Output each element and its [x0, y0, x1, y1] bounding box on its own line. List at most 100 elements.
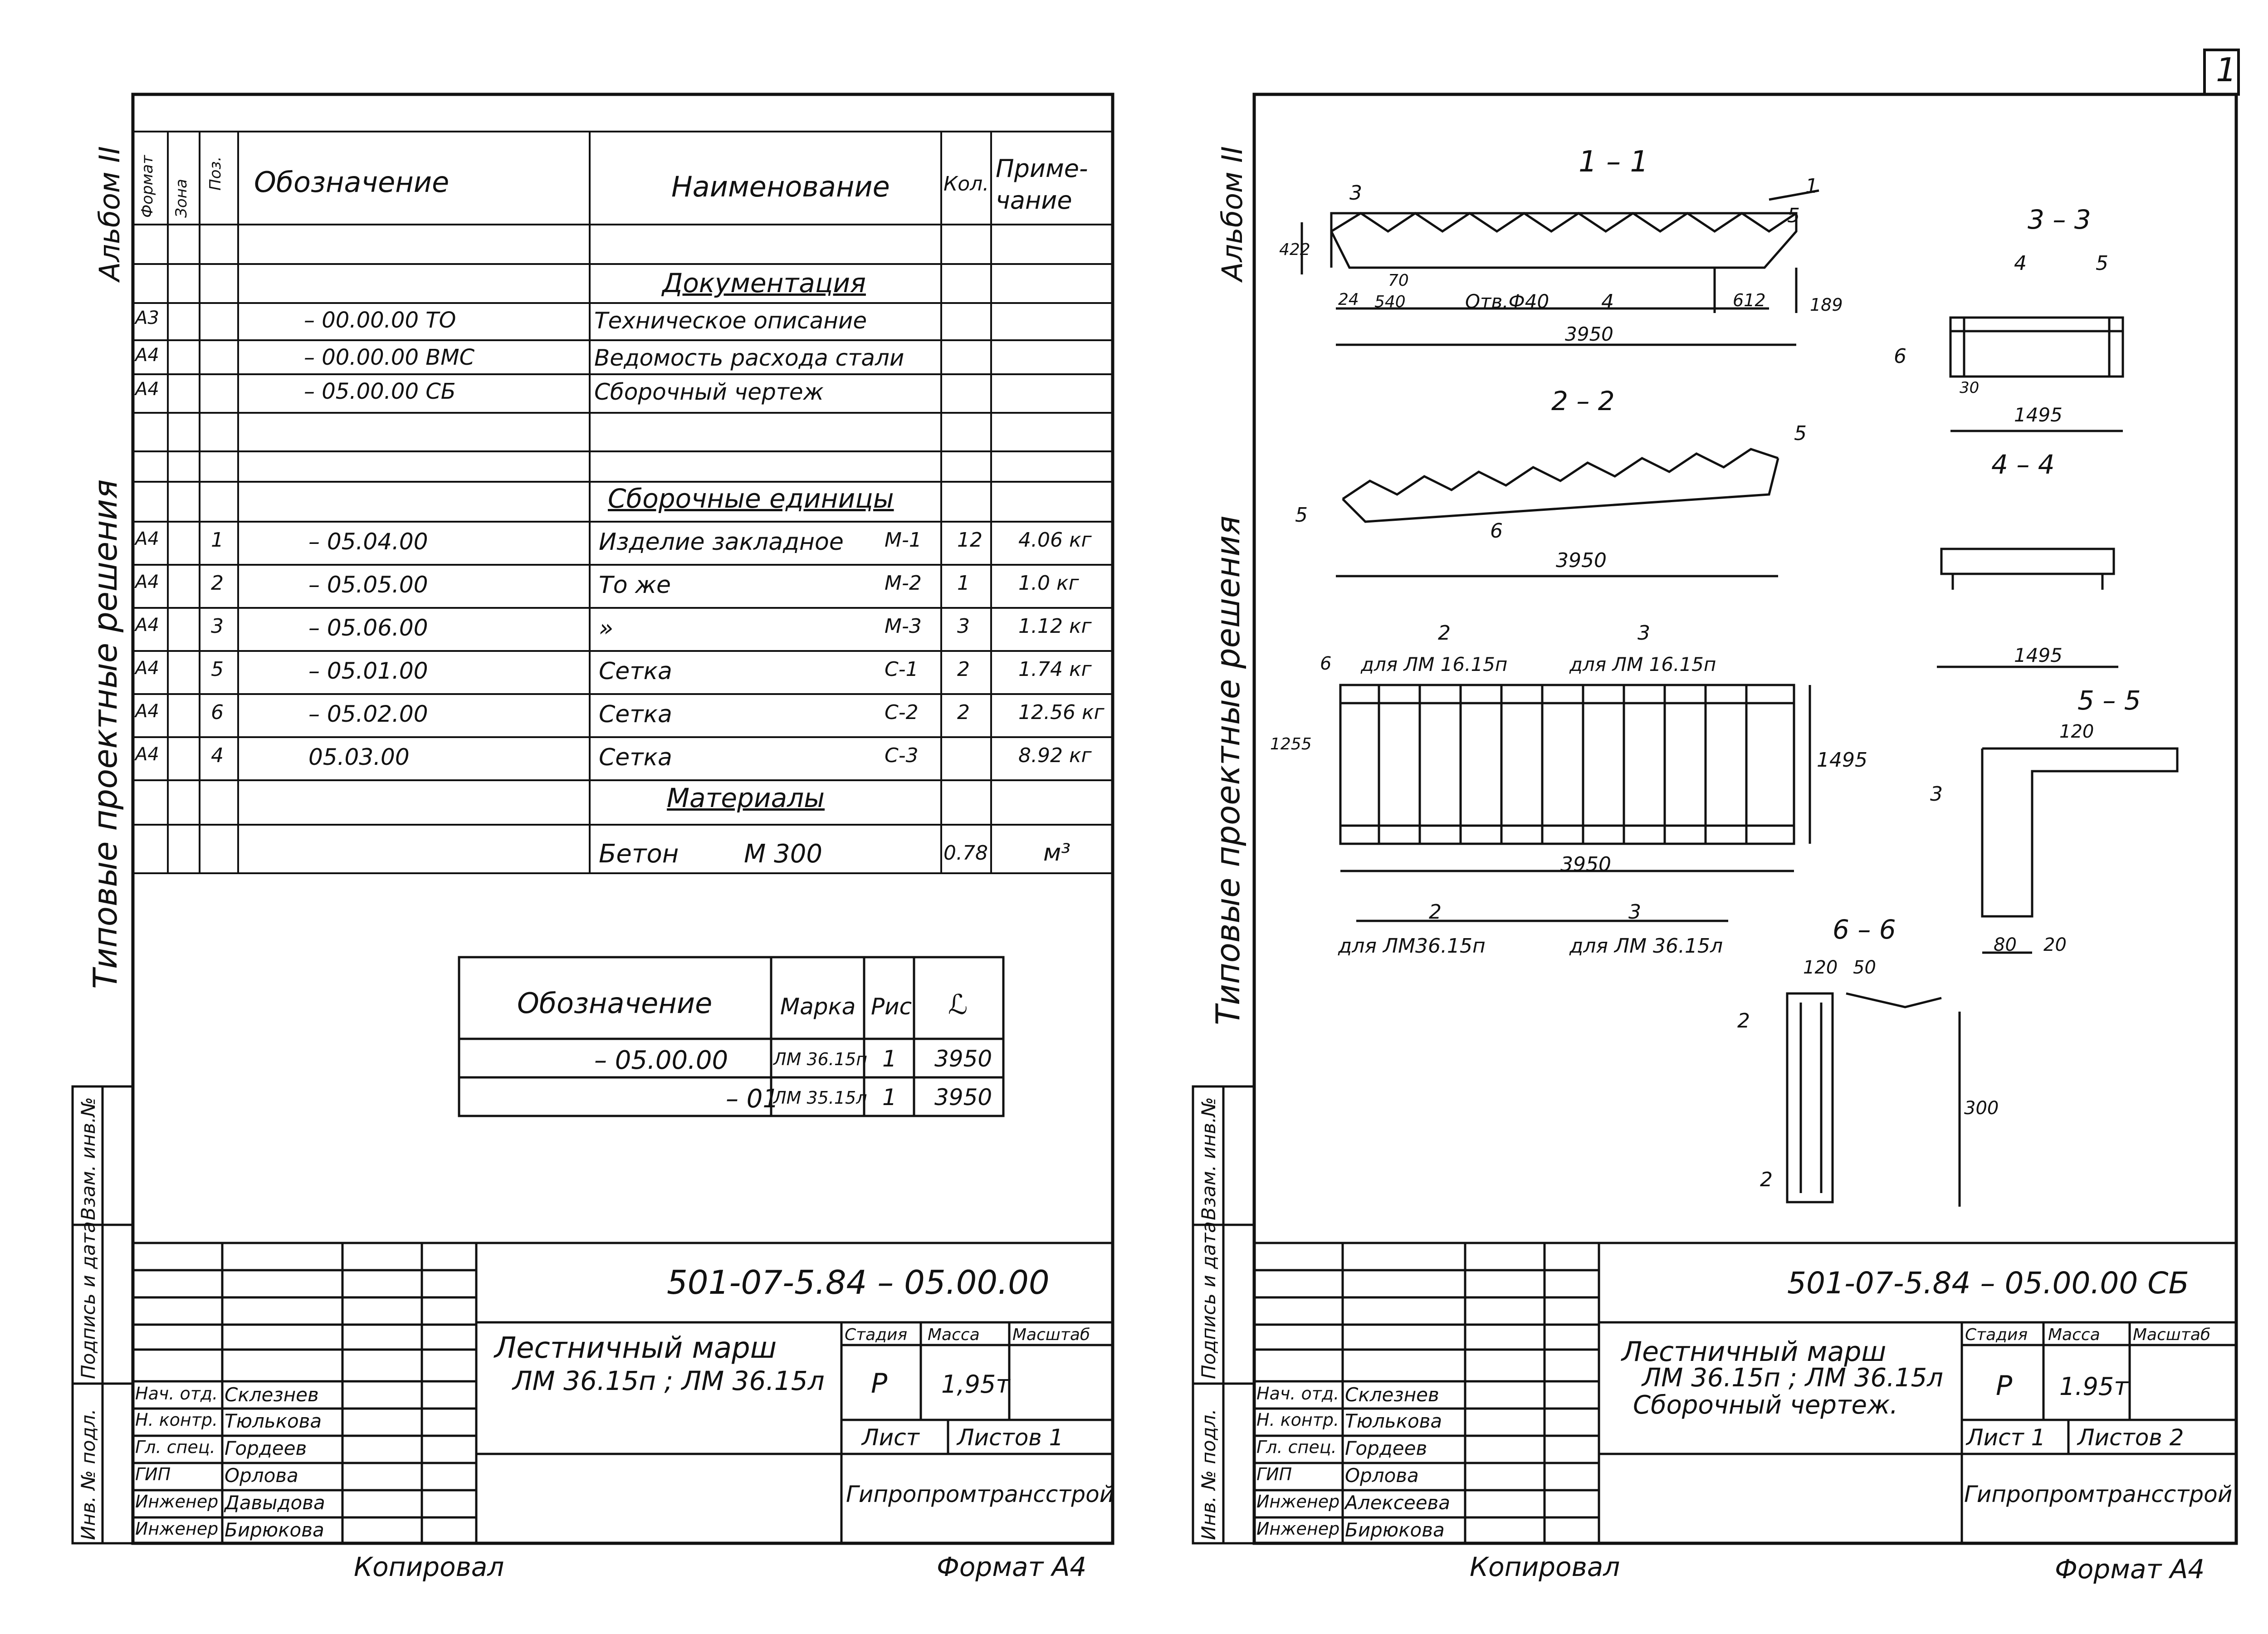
- person-role: Инженер: [135, 1519, 219, 1539]
- assembly-row-name: »: [599, 615, 614, 642]
- variant-header-l: ℒ: [948, 989, 968, 1021]
- assembly-row-qty: 1: [957, 572, 970, 595]
- doc-row-format: А4: [135, 345, 159, 366]
- material-name: Бетон: [599, 839, 679, 869]
- person-role: Н. контр.: [135, 1410, 218, 1430]
- left-sheets-label: Листов 1: [957, 1424, 1064, 1451]
- person-role: Гл. спец.: [1256, 1437, 1337, 1457]
- dim-50: 50: [1853, 957, 1876, 978]
- section-6-6-title: 6 – 6: [1833, 914, 1896, 945]
- callout-2-c: 2: [1737, 1009, 1750, 1032]
- person-name: Тюлькова: [225, 1410, 322, 1432]
- assembly-row-note: 4.06 кг: [1018, 528, 1092, 552]
- person-name: Склезнев: [225, 1384, 319, 1406]
- person-role: ГИП: [135, 1464, 171, 1484]
- left-title-name-1: Лестничный марш: [494, 1331, 777, 1365]
- right-scale-label: Масштаб: [2133, 1326, 2211, 1344]
- person-name: Алексеева: [1345, 1492, 1451, 1514]
- right-stage-label: Стадия: [1965, 1326, 2028, 1344]
- variant-row-length: 3950: [934, 1046, 992, 1072]
- doc-row-name: Сборочный чертеж: [594, 379, 824, 405]
- left-vzam-label: Взам. инв.№: [77, 1097, 99, 1220]
- dim-70: 70: [1388, 271, 1409, 290]
- right-footer-copied: Копировал: [1470, 1551, 1620, 1582]
- person-name: Орлова: [1345, 1464, 1419, 1487]
- doc-row-format: А3: [135, 308, 159, 328]
- left-sheet-frame: [131, 93, 1114, 1545]
- right-sheet-frame: [1252, 93, 2238, 1545]
- assembly-row-qty: 3: [957, 615, 970, 638]
- callout-5-a: 5: [1787, 204, 1800, 227]
- spec-header-oboznachenie: Обозначение: [254, 166, 450, 199]
- dim-189: 189: [1810, 295, 1843, 315]
- left-title-code: 501-07-5.84 – 05.00.00: [667, 1263, 1050, 1301]
- assembly-row-qty: 2: [957, 701, 970, 724]
- right-mass-label: Масса: [2048, 1326, 2100, 1344]
- person-role: Гл. спец.: [135, 1437, 215, 1457]
- person-role: Инженер: [1256, 1492, 1340, 1512]
- doc-row-format: А4: [135, 379, 159, 400]
- right-title-name-1: Лестничный марш: [1622, 1336, 1887, 1368]
- right-mass-value: 1.95т: [2059, 1372, 2128, 1401]
- person-name: Тюлькова: [1345, 1410, 1442, 1432]
- assembly-row-poz: 1: [211, 528, 224, 552]
- person-role: Инженер: [1256, 1519, 1340, 1539]
- dim-1255: 1255: [1270, 735, 1312, 753]
- person-role: ГИП: [1256, 1464, 1292, 1484]
- right-title-name-3: Сборочный чертеж.: [1633, 1390, 1898, 1420]
- material-qty: 0.78: [943, 841, 988, 865]
- left-series-label: Типовые проектные решения: [86, 479, 124, 989]
- section-5-5-title: 5 – 5: [2077, 685, 2141, 716]
- assembly-row-designation: – 05.05.00: [308, 572, 428, 598]
- section-1-1-title: 1 – 1: [1579, 145, 1649, 179]
- left-stage-value: Р: [871, 1368, 888, 1399]
- assembly-row-name: Сетка: [599, 701, 672, 728]
- assembly-row-note: 12.56 кг: [1018, 701, 1105, 724]
- person-name: Давыдова: [225, 1492, 325, 1514]
- spec-section-assemblies: Сборочные единицы: [608, 483, 894, 514]
- assembly-row-poz: 6: [211, 701, 224, 724]
- variant-header-oboznachenie: Обозначение: [517, 987, 713, 1020]
- section-4-4-title: 4 – 4: [1991, 449, 2055, 480]
- plan-label-for-l-1: для ЛМ36.15п: [1338, 934, 1486, 958]
- dim-612: 612: [1733, 290, 1766, 310]
- left-inv-label: Инв. № подл.: [77, 1409, 99, 1540]
- spec-header-zona: Зона: [172, 179, 191, 218]
- assembly-row-mark: С-1: [885, 658, 919, 681]
- person-name: Орлова: [225, 1464, 298, 1487]
- right-title-block-grid: [1254, 1242, 2236, 1543]
- spec-header-kol: Кол.: [943, 172, 989, 196]
- left-scale-label: Масштаб: [1012, 1326, 1090, 1344]
- left-org: Гипропромтрансстрой: [846, 1481, 1114, 1507]
- section-2-2-title: 2 – 2: [1551, 386, 1615, 416]
- plan-label-for-p-2: для ЛМ 16.15п: [1569, 653, 1716, 675]
- dim-1495-b: 1495: [2014, 644, 2063, 666]
- spec-section-docs: Документация: [662, 268, 866, 298]
- assembly-row-format: А4: [135, 528, 159, 549]
- section-5-5-drawing: [1981, 747, 2179, 954]
- dim-540: 540: [1374, 293, 1406, 311]
- dim-1495-c: 1495: [1817, 749, 1867, 772]
- right-org: Гипропромтрансстрой: [1964, 1481, 2233, 1507]
- assembly-row-poz: 4: [211, 744, 224, 767]
- variant-row-length: 3950: [934, 1084, 992, 1111]
- callout-2-b: 2: [1429, 900, 1442, 924]
- dim-80-a: 80: [1994, 934, 2017, 955]
- assembly-row-note: 1.12 кг: [1018, 615, 1092, 638]
- plan-label-for-p-1: для ЛМ 16.15п: [1361, 653, 1508, 675]
- assembly-row-name: Сетка: [599, 658, 672, 685]
- dim-3950-c: 3950: [1560, 853, 1611, 876]
- left-title-name-2: ЛМ 36.15п ; ЛМ 36.15л: [513, 1365, 825, 1396]
- assembly-row-mark: М-1: [885, 528, 922, 552]
- callout-4-b: 4: [2014, 252, 2027, 275]
- assembly-row-poz: 3: [211, 615, 224, 638]
- assembly-row-format: А4: [135, 744, 159, 765]
- left-podpis-label: Подпись и дата: [77, 1221, 99, 1379]
- dim-hole: Отв.Ф40: [1465, 290, 1549, 313]
- variant-row-designation: – 01: [726, 1084, 779, 1114]
- variant-row-fig: 1: [882, 1046, 897, 1072]
- doc-row-name: Техническое описание: [594, 308, 867, 334]
- corner-sheet-box: [2203, 49, 2240, 96]
- assembly-row-name: Изделие закладное: [599, 528, 844, 556]
